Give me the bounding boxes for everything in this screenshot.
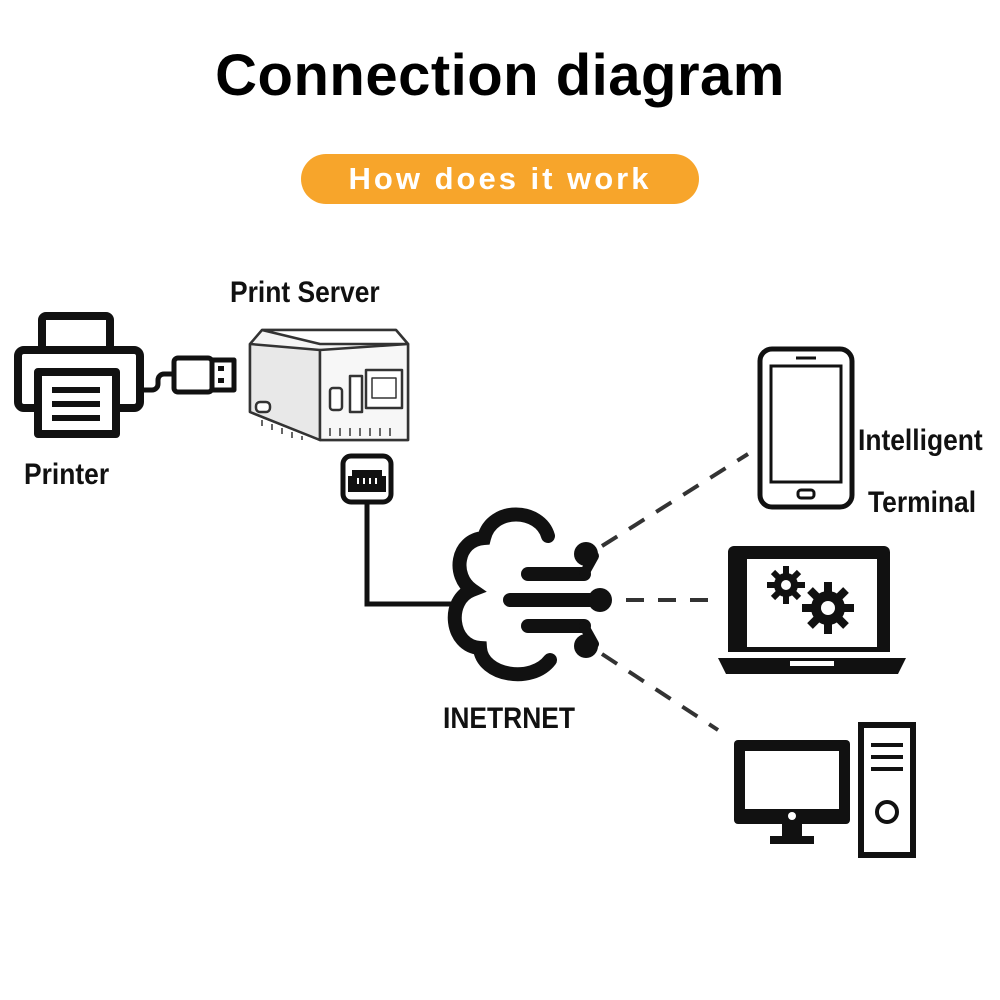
page-title: Connection diagram (215, 43, 785, 108)
print-server-device-icon (248, 328, 410, 442)
internet-label: INETRNET (443, 702, 575, 735)
terminal-label-line2: Terminal (868, 486, 977, 519)
cloud-node-dots (574, 542, 612, 658)
gear-icon (767, 566, 805, 604)
cloud-network-icon (447, 507, 607, 682)
ethernet-port-icon (340, 453, 394, 505)
smartphone-icon (757, 346, 855, 510)
ethernet-cable (364, 502, 458, 607)
laptop-gears-icon (718, 546, 906, 674)
gear-icon (802, 582, 854, 634)
print-server-label: Print Server (230, 276, 380, 309)
usb-plug-icon (140, 355, 237, 395)
printer-label: Printer (24, 458, 110, 491)
printer-icon (14, 312, 144, 438)
desktop-computer-icon (734, 722, 916, 858)
terminal-label-line1: Intelligent (858, 424, 983, 457)
wireless-links (600, 452, 750, 732)
how-it-works-badge: How does it work (301, 154, 699, 204)
